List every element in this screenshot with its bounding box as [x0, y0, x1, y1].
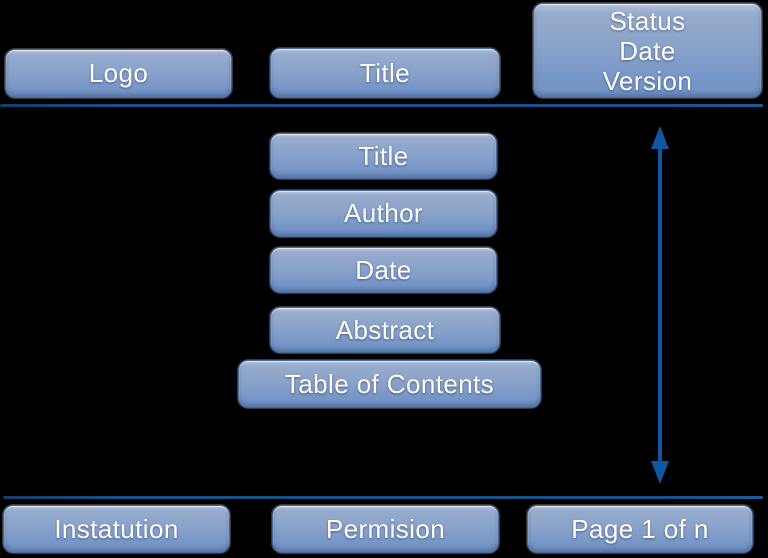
content-date-label: Date: [355, 254, 412, 285]
permission-box: Permision: [272, 505, 499, 553]
page-number-label: Page 1 of n: [571, 513, 709, 544]
permission-label: Permision: [325, 513, 446, 544]
page-number-box: Page 1 of n: [527, 505, 753, 553]
logo-box: Logo: [5, 49, 232, 98]
content-title-label: Title: [358, 140, 409, 171]
content-box-table-of-contents: Table of Contents: [238, 360, 541, 408]
header-title-box: Title: [270, 48, 500, 98]
footer-separator-line: [3, 496, 763, 499]
content-toc-label: Table of Contents: [284, 368, 495, 399]
status-date-version-box: Status Date Version: [533, 3, 762, 98]
arrow-shaft: [658, 149, 662, 461]
version-line: Version: [602, 65, 693, 96]
content-box-title: Title: [270, 133, 497, 179]
header-title-label: Title: [359, 57, 411, 88]
header-separator-line: [0, 104, 763, 107]
status-line: Status: [609, 5, 686, 36]
arrowhead-down-icon: [651, 461, 669, 484]
arrowhead-up-icon: [651, 126, 669, 149]
institution-label: Instatution: [54, 513, 179, 544]
date-line: Date: [619, 35, 676, 66]
institution-box: Instatution: [3, 505, 230, 553]
vertical-double-arrow: [651, 126, 669, 484]
logo-label: Logo: [88, 58, 149, 88]
content-box-date: Date: [270, 247, 497, 293]
content-author-label: Author: [343, 198, 423, 228]
content-box-abstract: Abstract: [270, 307, 500, 353]
content-box-author: Author: [270, 190, 497, 237]
content-abstract-label: Abstract: [335, 314, 435, 345]
